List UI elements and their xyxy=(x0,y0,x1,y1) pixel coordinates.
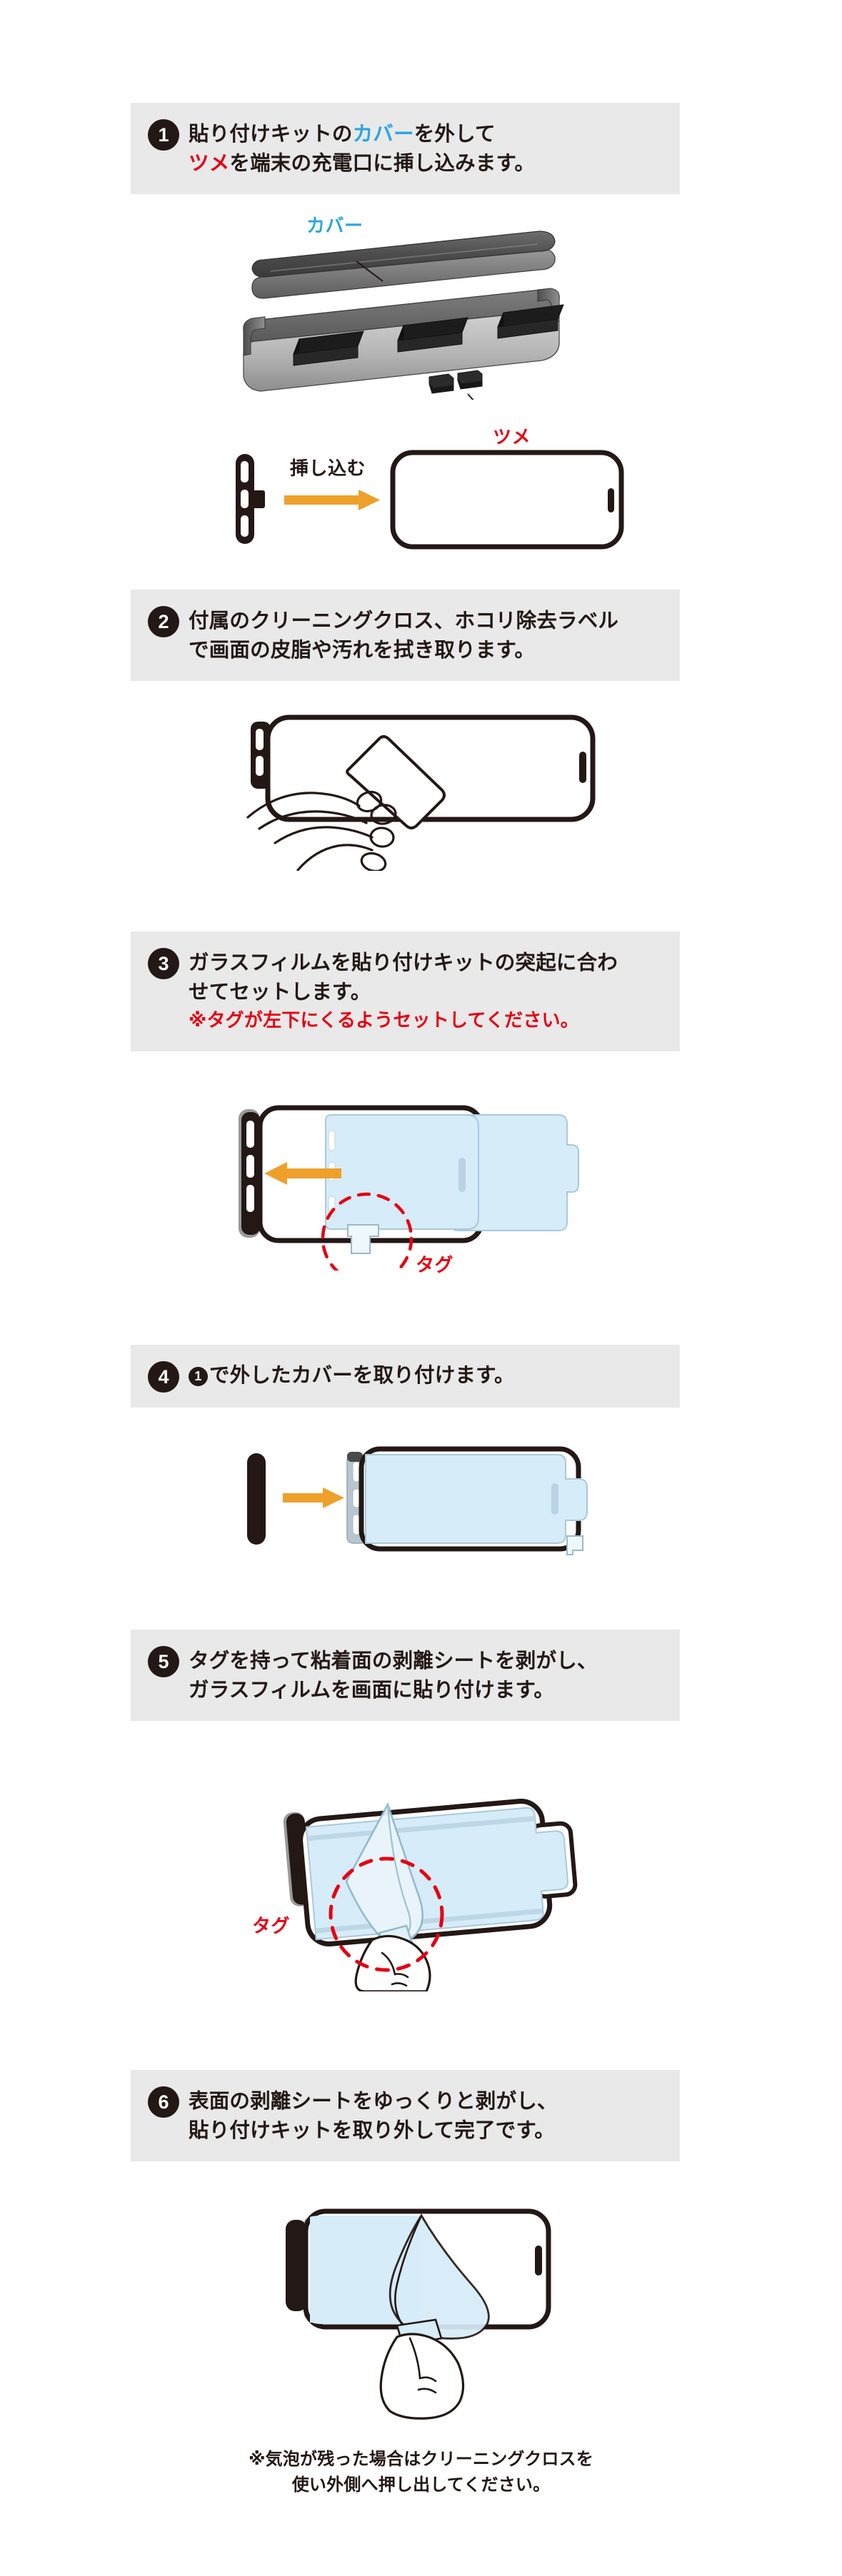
set-film-on-kit-svg xyxy=(239,1105,579,1285)
figure-label-cover: カバー xyxy=(306,215,364,236)
step-3-line-2: せてセットします。 xyxy=(189,981,371,1004)
footer-note-line-2: 使い外側へ押し出してください。 xyxy=(291,2475,551,2495)
remove-top-liner-svg xyxy=(286,2208,551,2420)
step-3-band: 3 ガラスフィルムを貼り付けキットの突起に合わ せてセットします。 ※タグが左下… xyxy=(131,931,680,1051)
step-2-line-2: で画面の皮脂や汚れを拭き取ります。 xyxy=(189,639,536,662)
figure-step-3-set-film: タグ xyxy=(201,1071,644,1285)
step-6-band: 6 表面の剥離シートをゆっくりと剥がし、 貼り付けキットを取り外して完了です。 xyxy=(131,2070,680,2161)
step-2-line-1: 付属のクリーニングクロス、ホコリ除去ラベル xyxy=(189,610,619,632)
attach-cover-svg xyxy=(247,1446,588,1555)
step-5-text: タグを持って粘着面の剥離シートを剥がし、 ガラスフィルムを画面に貼り付けます。 xyxy=(189,1645,598,1705)
footer-note: ※気泡が残った場合はクリーニングクロスを 使い外側へ押し出してください。 xyxy=(0,2447,842,2498)
figure-step-5-peel-liner: タグ xyxy=(239,1749,639,1993)
step-3-number: 3 xyxy=(148,948,179,979)
step-2-band: 2 付属のクリーニングクロス、ホコリ除去ラベル で画面の皮脂や汚れを拭き取ります… xyxy=(131,590,680,681)
step-5-line-1: タグを持って粘着面の剥離シートを剥がし、 xyxy=(189,1650,598,1672)
step-6-line-2: 貼り付けキットを取り外して完了です。 xyxy=(189,2119,555,2143)
step-1-line-1: 貼り付けキットのカバーを外して xyxy=(189,120,535,149)
figure-step-2-wipe xyxy=(246,710,618,873)
step-1-seg-3: を外して xyxy=(414,123,496,146)
figure-step-1-kit: カバー xyxy=(202,214,645,423)
figure-label-tab: ツメ xyxy=(493,426,531,448)
step-4-number: 4 xyxy=(148,1360,179,1393)
hand-wiping-screen-svg xyxy=(246,714,596,873)
step-2-number: 2 xyxy=(148,606,179,637)
step-5-band: 5 タグを持って粘着面の剥離シートを剥がし、 ガラスフィルムを画面に貼り付けます… xyxy=(131,1630,680,1721)
step-5-line-2: ガラスフィルムを画面に貼り付けます。 xyxy=(189,1679,555,1702)
step-1-line-2: ツメを端末の充電口に挿し込みます。 xyxy=(189,149,535,178)
step-3-line-1: ガラスフィルムを貼り付けキットの突起に合わ xyxy=(189,951,618,974)
kit-exploded-svg xyxy=(243,231,564,423)
step-1-band: 1 貼り付けキットのカバーを外して ツメを端末の充電口に挿し込みます。 xyxy=(131,103,680,194)
step-1-number: 1 xyxy=(148,119,179,151)
figure-step-6-remove-top-liner xyxy=(257,2184,600,2420)
peel-liner-by-tag-svg xyxy=(283,1799,578,1993)
inline-step-reference-1: 1 xyxy=(189,1367,208,1387)
figure-label-tag-step5: タグ xyxy=(252,1915,291,1936)
figure-step-4-attach-cover xyxy=(243,1442,614,1556)
step-1-seg-1: 貼り付けキットの xyxy=(189,123,353,146)
step-1-seg-cover: カバー xyxy=(352,123,414,146)
step-3-note: ※タグが左下にくるようセットしてください。 xyxy=(189,1009,579,1031)
figure-step-1-insert: 挿し込む xyxy=(229,450,628,550)
insert-into-port-svg xyxy=(236,450,624,550)
step-5-number: 5 xyxy=(148,1646,179,1677)
step-2-text: 付属のクリーニングクロス、ホコリ除去ラベル で画面の皮脂や汚れを拭き取ります。 xyxy=(189,605,618,665)
step-4-seg-2: で外したカバーを取り付けます。 xyxy=(209,1364,515,1388)
step-1-seg-5: を端末の充電口に挿し込みます。 xyxy=(229,152,536,176)
step-6-number: 6 xyxy=(148,2086,179,2118)
figure-label-insert: 挿し込む xyxy=(290,458,366,479)
step-3-text: ガラスフィルムを貼り付けキットの突起に合わ せてセットします。 ※タグが左下にく… xyxy=(189,947,618,1033)
step-6-line-1: 表面の剥離シートをゆっくりと剥がし、 xyxy=(189,2090,558,2113)
step-1-text: 貼り付けキットのカバーを外して ツメを端末の充電口に挿し込みます。 xyxy=(189,118,535,178)
figure-label-tag-step3: タグ xyxy=(416,1254,454,1276)
step-1-seg-tab: ツメ xyxy=(189,152,230,176)
step-6-text: 表面の剥離シートをゆっくりと剥がし、 貼り付けキットを取り外して完了です。 xyxy=(189,2086,558,2146)
footer-note-line-1: ※気泡が残った場合はクリーニングクロスを xyxy=(249,2450,593,2469)
